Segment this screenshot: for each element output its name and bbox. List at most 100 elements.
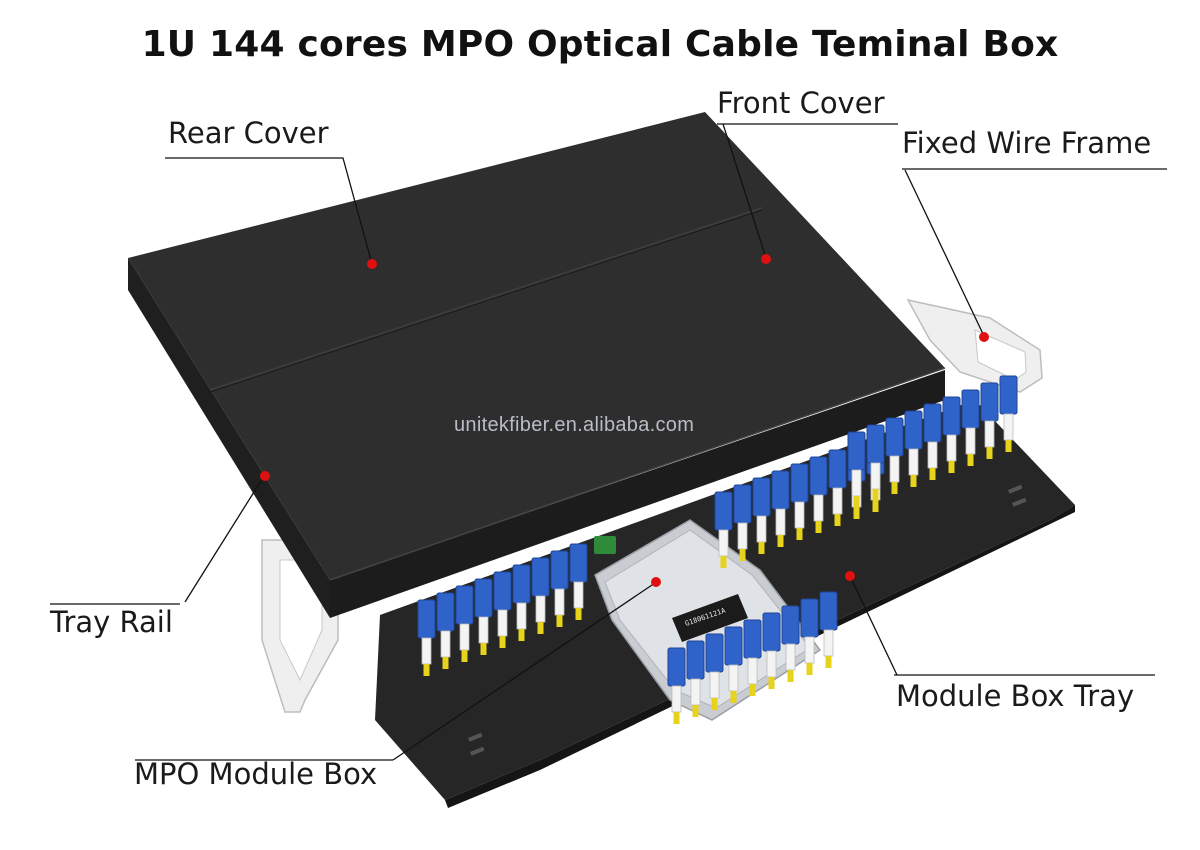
- label-tray-rail: Tray Rail: [50, 605, 173, 639]
- lc-adapter: [714, 491, 733, 531]
- lc-adapter: [800, 598, 819, 638]
- lc-adapter: [904, 410, 923, 450]
- marker-fixed-wire-frame: [979, 332, 989, 342]
- lc-adapter: [819, 591, 838, 631]
- mpo-module-box-shape: G18061121A: [594, 519, 822, 721]
- lc-adapter: [493, 571, 512, 611]
- connector-boot: [690, 678, 701, 706]
- connector-boot: [785, 643, 796, 671]
- connector-boot: [516, 602, 527, 630]
- connector-boot: [737, 522, 748, 550]
- lc-adapter: [733, 484, 752, 524]
- connector-boot: [1003, 413, 1014, 441]
- ferrule: [423, 664, 430, 676]
- ferrule: [480, 643, 487, 655]
- ferrule: [1005, 440, 1012, 452]
- lc-adapter: [743, 619, 762, 659]
- lc-adapter: [512, 564, 531, 604]
- lc-adapter: [705, 633, 724, 673]
- connector-boot: [709, 671, 720, 699]
- lc-adapter: [455, 585, 474, 625]
- ferrule: [910, 475, 917, 487]
- lc-adapter: [923, 403, 942, 443]
- lc-adapter: [569, 543, 588, 583]
- ferrule: [834, 514, 841, 526]
- ferrule: [853, 507, 860, 519]
- lc-adapter: [436, 592, 455, 632]
- ferrule: [720, 556, 727, 568]
- lc-adapter: [550, 550, 569, 590]
- cover-seam: [209, 207, 763, 391]
- lc-adapter: [724, 626, 743, 666]
- connector-boot: [766, 650, 777, 678]
- connector-boot: [908, 448, 919, 476]
- fixed-wire-frame-shape: [906, 298, 1043, 393]
- connector-boot: [851, 469, 862, 497]
- ferrule: [872, 500, 879, 512]
- marker-rear-cover: [367, 259, 377, 269]
- connector-boot: [927, 441, 938, 469]
- connector-boot: [554, 588, 565, 616]
- ferrule: [575, 608, 582, 620]
- ferrule: [442, 657, 449, 669]
- ferrule: [758, 542, 765, 554]
- lc-adapter: [686, 640, 705, 680]
- ferrule: [796, 528, 803, 540]
- connector-boot: [870, 462, 881, 490]
- connector-boot: [421, 637, 432, 665]
- connector-boot: [794, 501, 805, 529]
- connector-boot: [440, 630, 451, 658]
- connector-boot: [747, 657, 758, 685]
- ferrule: [556, 615, 563, 627]
- tray-slots: [467, 484, 1027, 756]
- connector-boot: [984, 420, 995, 448]
- ferrule: [891, 482, 898, 494]
- lc-adapter: [771, 470, 790, 510]
- connector-boot: [813, 494, 824, 522]
- marker-mpo-module-box: [651, 577, 661, 587]
- red-markers: [260, 254, 989, 587]
- lc-adapter: [531, 557, 550, 597]
- ferrule: [787, 670, 794, 682]
- ferrule: [815, 521, 822, 533]
- ferrule: [948, 461, 955, 473]
- page-title: 1U 144 cores MPO Optical Cable Teminal B…: [141, 24, 1059, 65]
- lc-adapter: [961, 389, 980, 429]
- lc-adapter: [781, 605, 800, 645]
- ferrule: [739, 549, 746, 561]
- lc-adapter: [980, 382, 999, 422]
- mpo-adapter-green: [594, 536, 616, 554]
- ferrule: [806, 663, 813, 675]
- lc-adapter: [667, 647, 686, 687]
- lc-adapter: [809, 456, 828, 496]
- top-cover: [128, 112, 945, 580]
- lc-adapter: [828, 449, 847, 489]
- label-front-cover: Front Cover: [717, 86, 885, 120]
- connector-boot: [804, 636, 815, 664]
- lc-adapter: [762, 612, 781, 652]
- connector-boot: [965, 427, 976, 455]
- ferrule: [518, 629, 525, 641]
- ferrule: [461, 650, 468, 662]
- chassis-side: [128, 258, 330, 618]
- connector-boot: [946, 434, 957, 462]
- leader-lines: [50, 123, 1167, 761]
- label-mpo-module-box: MPO Module Box: [134, 757, 378, 791]
- lc-adapter: [885, 417, 904, 457]
- ferrule: [673, 712, 680, 724]
- label-rear-cover: Rear Cover: [168, 116, 329, 150]
- lc-adapter: [847, 431, 866, 471]
- lc-adapter: [942, 396, 961, 436]
- connector-boot: [459, 623, 470, 651]
- connector-boot: [756, 515, 767, 543]
- lc-adapter: [417, 599, 436, 639]
- connector-boot: [728, 664, 739, 692]
- adapter-banks: [417, 375, 1018, 724]
- marker-front-cover: [761, 254, 771, 264]
- connector-boot: [718, 529, 729, 557]
- lc-adapter: [999, 375, 1018, 415]
- ferrule: [825, 656, 832, 668]
- connector-boot: [573, 581, 584, 609]
- lc-adapter: [474, 578, 493, 618]
